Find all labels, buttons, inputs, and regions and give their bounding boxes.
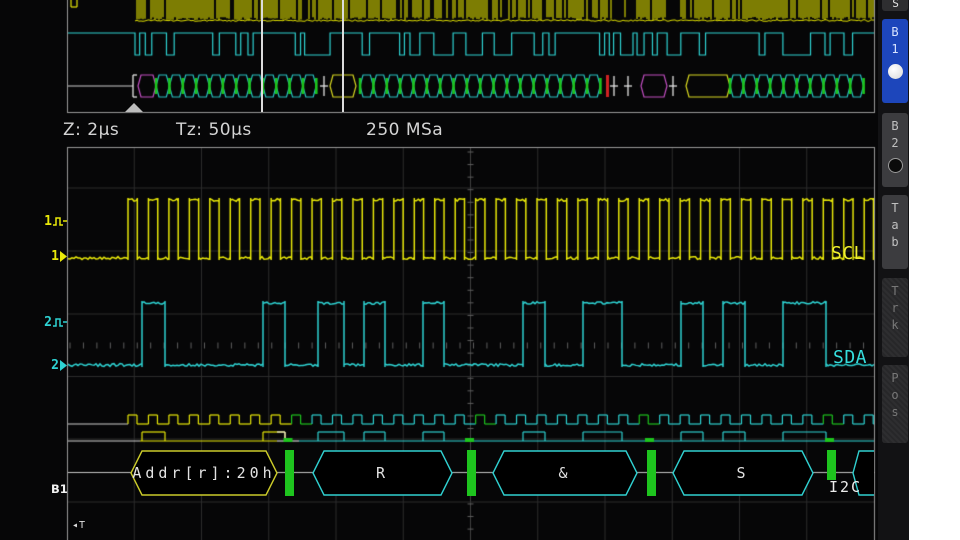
button-label: B1 (888, 25, 902, 59)
decode-frame-data1: R (312, 450, 453, 496)
ch1-trigger-level-marker[interactable]: 1 (38, 215, 67, 228)
decode-frame-data3: S (672, 450, 814, 496)
hexagon-frame-outline (852, 450, 874, 496)
sidebar-button-pos[interactable]: Pos (882, 365, 908, 443)
hexagon-frame-outline (492, 450, 638, 496)
frame-label: & (558, 464, 572, 482)
b2-inactive-indicator (887, 158, 903, 173)
ch1-number: 1 (51, 249, 59, 264)
hexagon-frame-outline (672, 450, 814, 496)
zoom-window-left-handle[interactable] (261, 0, 263, 112)
bus-protocol-label: I2C (829, 478, 863, 496)
sample-rate-readout: 250 MSa (366, 120, 444, 140)
frame-label: S (736, 464, 750, 482)
scope-display: Z: 2µs Tz: 50µs 250 MSa 1 1 2 2 SCL (0, 0, 909, 540)
scl-trace-label: SCL (831, 243, 866, 264)
ch2-trigger-level-marker[interactable]: 2 (38, 316, 67, 329)
b1-active-indicator (887, 64, 903, 79)
sidebar-button-b1[interactable]: B1 (882, 19, 908, 103)
ack-bar (827, 450, 836, 480)
decode-frame-data2: & (492, 450, 638, 496)
button-label: B2 (888, 119, 902, 153)
button-label: Tab (888, 201, 902, 252)
button-label: S (889, 0, 902, 10)
decode-frame-address: Addr[r]:20h (130, 450, 278, 496)
frame-label: Addr[r]:20h (132, 464, 276, 482)
sidebar-button-b2[interactable]: B2 (882, 113, 908, 187)
ch2-number: 2 (51, 358, 59, 373)
square-wave-icon (53, 318, 67, 327)
ack-bar (647, 450, 656, 496)
square-wave-icon (53, 217, 67, 226)
zoom-window-right-handle[interactable] (342, 0, 344, 112)
zoom-timebase-readout: Tz: 50µs (176, 120, 252, 140)
button-label: Pos (888, 371, 902, 422)
status-bar: Z: 2µs Tz: 50µs 250 MSa (0, 113, 878, 147)
softkey-sidebar: S B1 B2 Tab Trk Pos (878, 0, 909, 540)
trigger-position-marker[interactable] (125, 103, 143, 112)
bus-name-label: B1 (51, 482, 68, 496)
ch2-number: 2 (44, 315, 52, 330)
sidebar-button-tab[interactable]: Tab (882, 195, 908, 269)
zoom-scale-readout: Z: 2µs (63, 120, 120, 140)
decode-frame-partial (852, 450, 874, 496)
ack-bar (467, 450, 476, 496)
waveform-canvas (0, 0, 909, 540)
ch2-position-marker[interactable]: 2 (38, 359, 67, 372)
sidebar-button-trk[interactable]: Trk (882, 278, 908, 357)
ch1-position-marker[interactable]: 1 (38, 250, 67, 263)
right-triangle-icon (60, 251, 67, 262)
ack-bar (285, 450, 294, 496)
sda-trace-label: SDA (833, 347, 868, 368)
screen-right-margin (909, 0, 960, 540)
frame-label: R (375, 464, 390, 482)
hexagon-frame-outline (312, 450, 453, 496)
ch1-number: 1 (44, 214, 52, 229)
right-triangle-icon (60, 360, 67, 371)
sidebar-button-s[interactable]: S (882, 0, 908, 11)
trigger-time-marker[interactable]: ◂T (72, 520, 87, 531)
button-label: Trk (888, 284, 902, 335)
hexagon-frame-outline (130, 450, 278, 496)
